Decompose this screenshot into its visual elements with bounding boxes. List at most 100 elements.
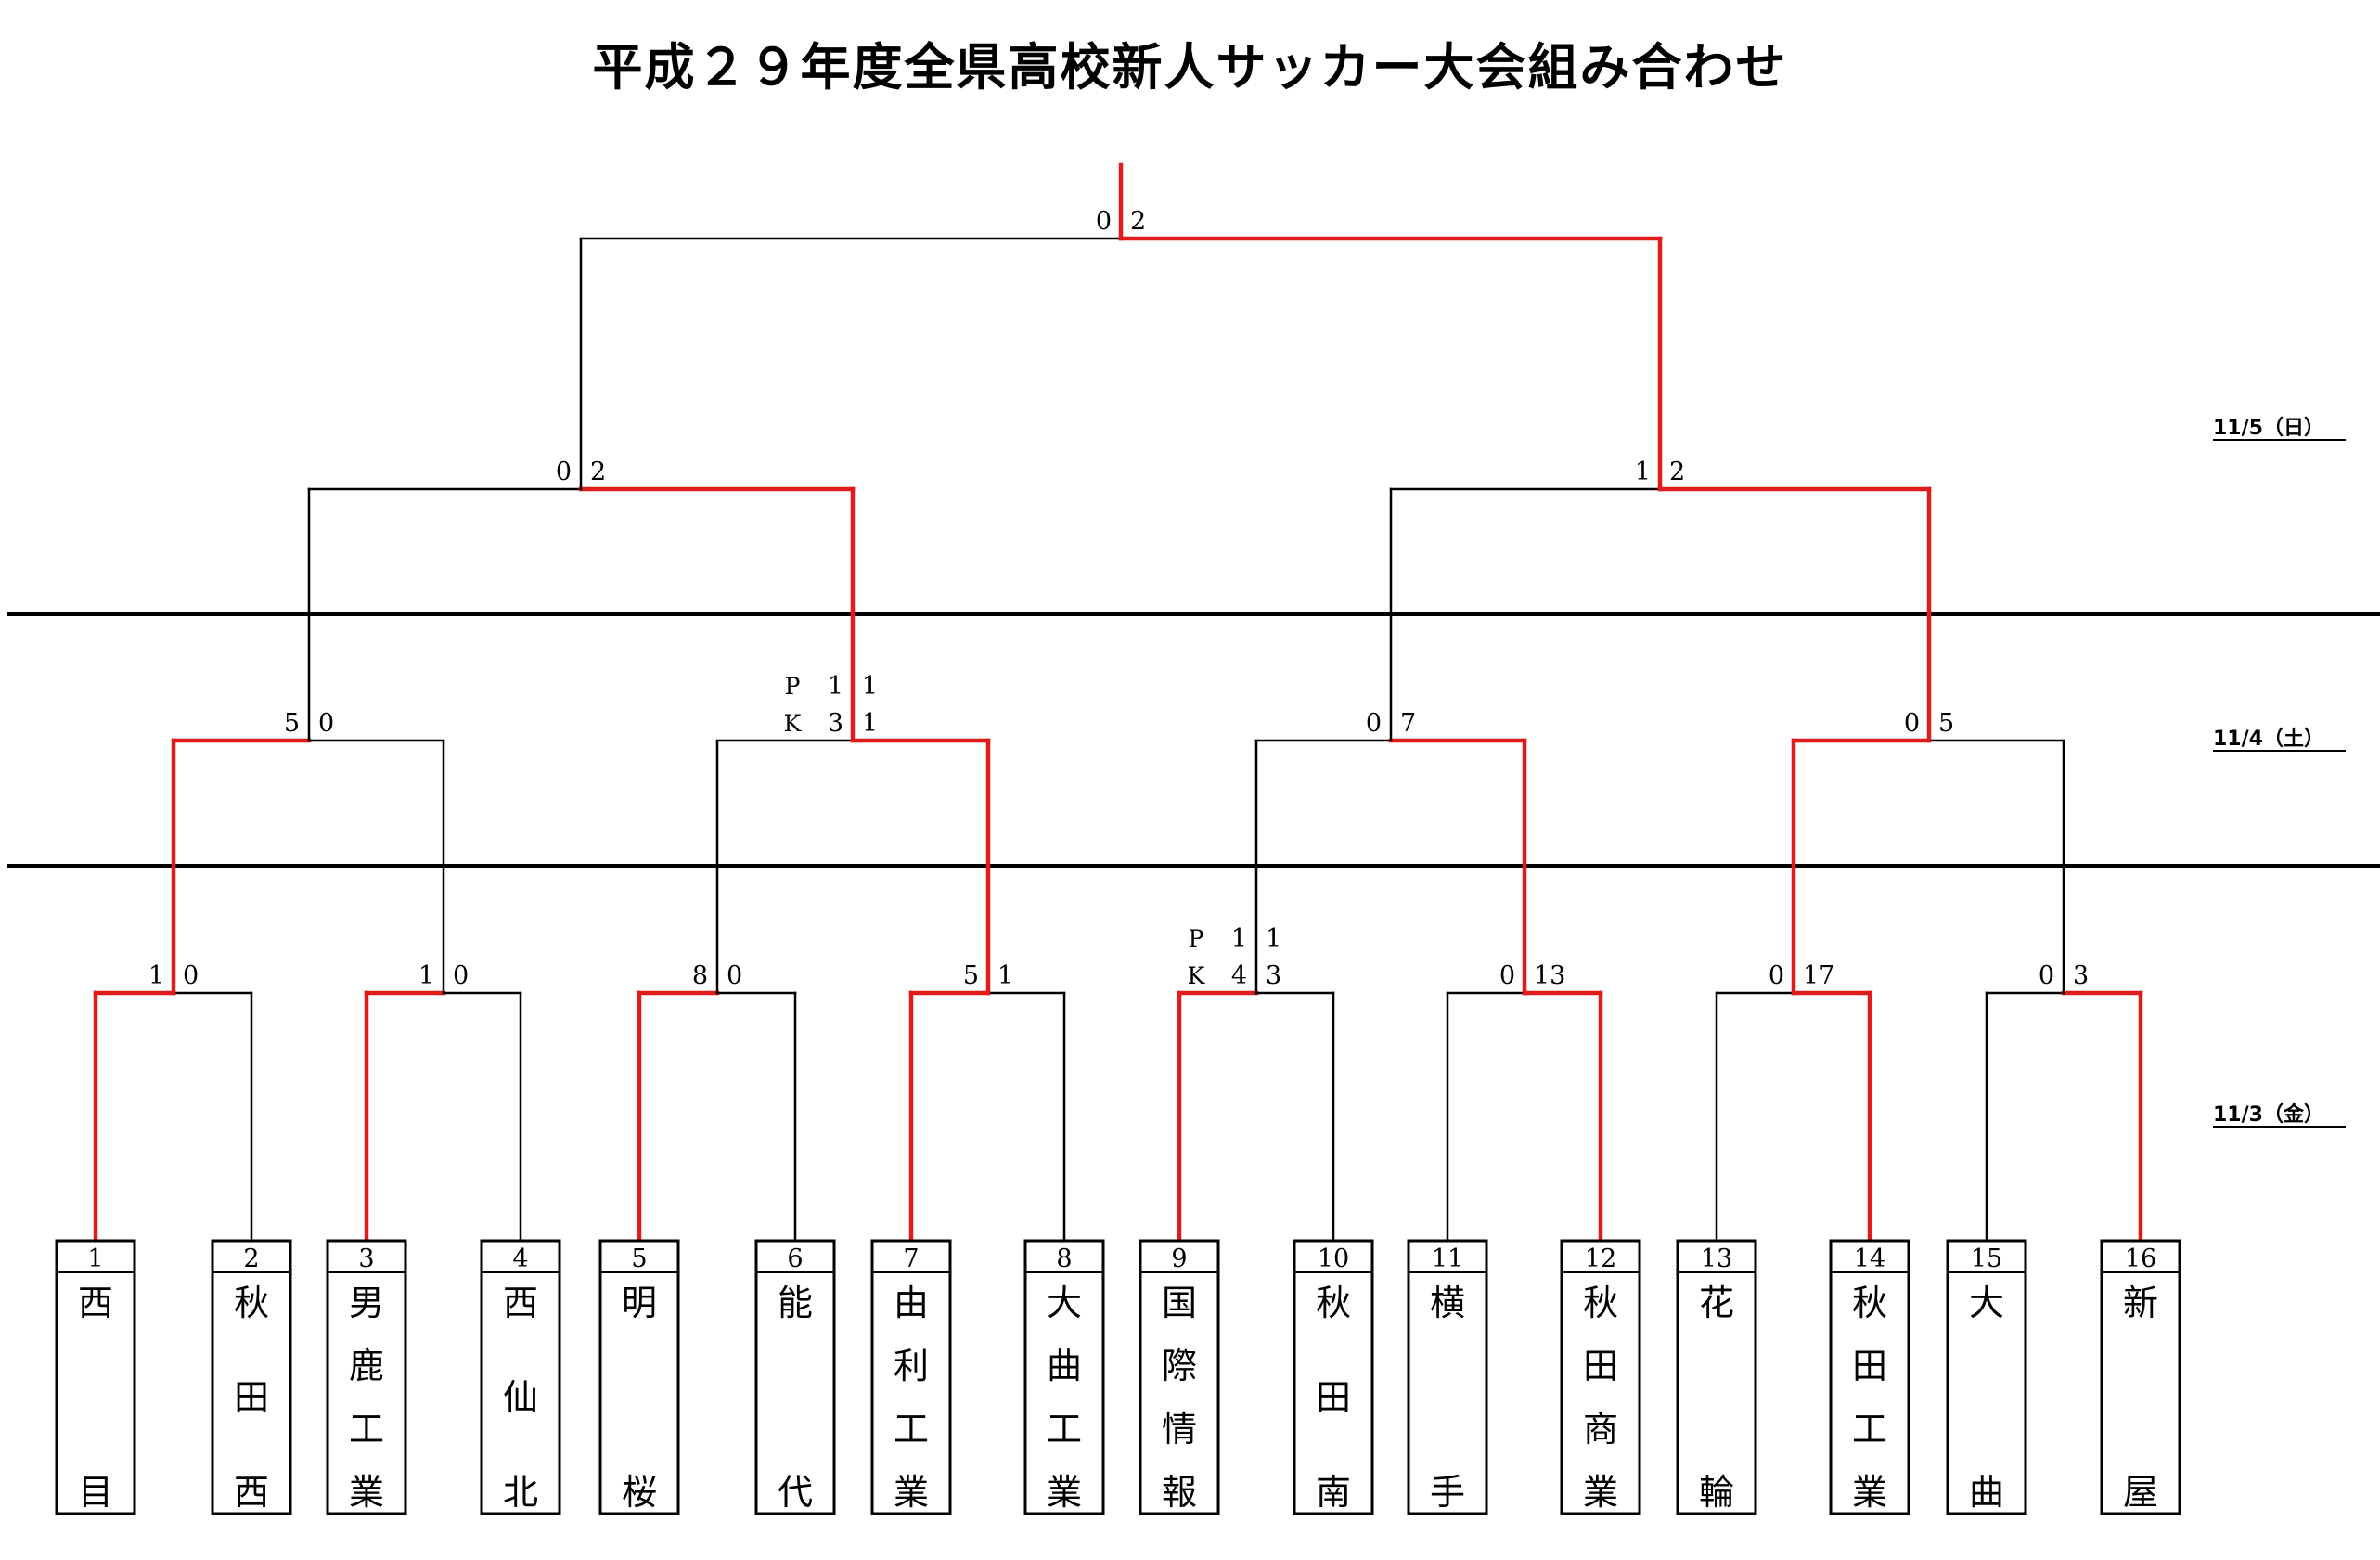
team-name-char: 利 — [894, 1346, 929, 1386]
team-name-char: 田 — [1316, 1377, 1351, 1418]
team-number: 10 — [1318, 1244, 1349, 1273]
team-number: 5 — [631, 1244, 647, 1273]
team-name-char: 横 — [1430, 1283, 1465, 1323]
pk-score-left: 3 — [828, 709, 843, 738]
score-right: 2 — [590, 458, 606, 486]
team-name-char: 北 — [503, 1472, 538, 1513]
score-left: 0 — [1366, 709, 1382, 738]
score-right: 0 — [453, 961, 469, 990]
team-name-char: 桜 — [622, 1472, 657, 1513]
svg-text:11/3（金）: 11/3（金） — [2213, 1102, 2324, 1127]
date-label-qf: 11/4（土） — [2213, 728, 2346, 752]
score-left: 5 — [284, 709, 300, 738]
pk-label: P — [1189, 925, 1204, 952]
score-left: 8 — [692, 961, 708, 990]
score-right: 13 — [1534, 961, 1565, 990]
team-number: 9 — [1171, 1244, 1187, 1273]
team-name-char: 業 — [1047, 1472, 1082, 1513]
page-title: 平成２９年度全県高校新人サッカー大会組み合わせ — [592, 38, 1788, 97]
team-number: 4 — [512, 1244, 528, 1273]
score-right: 1 — [997, 961, 1013, 990]
team-name-char: 工 — [894, 1409, 929, 1450]
team-name-char: 花 — [1699, 1283, 1734, 1323]
score-left: 1 — [828, 672, 843, 701]
team-name-char: 工 — [1852, 1409, 1887, 1450]
team-name-char: 西 — [503, 1283, 538, 1323]
score-right: 7 — [1400, 709, 1416, 738]
team-name-char: 曲 — [1969, 1472, 2004, 1513]
team-name-char: 田 — [1583, 1346, 1618, 1386]
team-box: 13 花輪 — [1676, 1239, 1757, 1515]
team-name-char: 報 — [1162, 1472, 1197, 1513]
team-name-char: 際 — [1162, 1346, 1197, 1386]
score-left: 0 — [1904, 709, 1920, 738]
score-right: 1 — [862, 672, 878, 701]
team-name-char: 男 — [349, 1283, 384, 1323]
date-label-final: 11/5（日） — [2213, 417, 2346, 441]
team-name-char: 業 — [894, 1472, 929, 1513]
team-number: 3 — [358, 1244, 374, 1273]
team-name-char: 西 — [234, 1472, 269, 1513]
team-name-char: 大 — [1047, 1283, 1082, 1323]
score-right: 0 — [183, 961, 199, 990]
team-number: 7 — [903, 1244, 919, 1273]
score-left: 0 — [1769, 961, 1784, 990]
team-number: 2 — [243, 1244, 259, 1273]
score-right: 2 — [1130, 207, 1146, 236]
team-name-char: 工 — [1047, 1409, 1082, 1450]
svg-text:11/5（日）: 11/5（日） — [2213, 417, 2324, 440]
team-number: 12 — [1585, 1244, 1616, 1273]
team-name-char: 業 — [1583, 1472, 1618, 1513]
team-box: 10 秋田南 — [1293, 1239, 1374, 1515]
score-left: 0 — [2039, 961, 2054, 990]
team-number: 14 — [1854, 1244, 1885, 1273]
team-number: 16 — [2125, 1244, 2156, 1273]
team-box: 5 明桜 — [598, 1239, 680, 1515]
team-number: 15 — [1971, 1244, 2002, 1273]
team-box: 6 能代 — [754, 1239, 836, 1515]
team-name-char: 新 — [2123, 1283, 2158, 1323]
score-right: 0 — [727, 961, 742, 990]
score-right: 5 — [1938, 709, 1954, 738]
team-name-char: 大 — [1969, 1283, 2004, 1323]
team-name-char: 秋 — [234, 1283, 269, 1323]
pk-score-left: 4 — [1231, 961, 1247, 990]
team-number: 1 — [87, 1244, 103, 1273]
team-name-char: 代 — [778, 1472, 813, 1513]
score-left: 1 — [418, 961, 434, 990]
team-name-char: 鹿 — [349, 1346, 384, 1386]
team-name-char: 秋 — [1316, 1283, 1351, 1323]
pk-score-right: 1 — [862, 709, 878, 738]
team-number: 8 — [1056, 1244, 1072, 1273]
score-right: 0 — [318, 709, 334, 738]
team-name-char: 南 — [1316, 1472, 1351, 1513]
team-name-char: 目 — [78, 1472, 113, 1513]
pk-score-right: 3 — [1266, 961, 1281, 990]
score-left: 1 — [1635, 458, 1651, 486]
pk-label: K — [1188, 962, 1206, 989]
team-name-char: 能 — [778, 1283, 813, 1323]
team-name-char: 田 — [234, 1377, 269, 1418]
team-name-char: 明 — [622, 1283, 657, 1323]
score-right: 3 — [2073, 961, 2089, 990]
team-name-char: 輪 — [1699, 1472, 1734, 1513]
team-number: 13 — [1701, 1244, 1732, 1273]
team-name-char: 国 — [1162, 1283, 1197, 1323]
team-name-char: 田 — [1852, 1346, 1887, 1386]
pk-label: K — [784, 710, 803, 737]
team-name-char: 業 — [1852, 1472, 1887, 1513]
team-name-char: 曲 — [1047, 1346, 1082, 1386]
team-name-char: 手 — [1430, 1472, 1465, 1513]
team-number: 6 — [787, 1244, 803, 1273]
team-box: 15 大曲 — [1946, 1239, 2027, 1515]
score-left: 0 — [1096, 207, 1112, 236]
team-name-char: 工 — [349, 1409, 384, 1450]
